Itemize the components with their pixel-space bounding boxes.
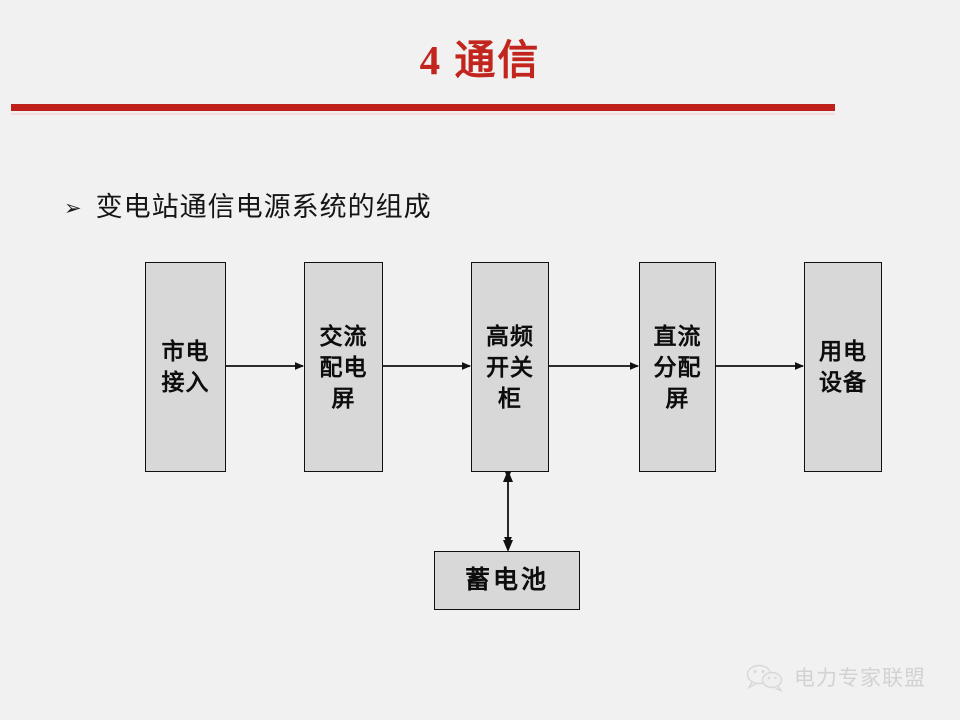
wechat-icon <box>746 664 783 692</box>
node-dc-distribution-label: 直流 分配 屏 <box>653 323 702 411</box>
title-divider-rule <box>11 104 835 111</box>
node-storage-battery[interactable]: 蓄电池 <box>434 551 580 610</box>
node-mains-input[interactable]: 市电 接入 <box>145 262 226 472</box>
node-load-equipment-label: 用电 设备 <box>819 339 867 395</box>
title-divider-rule-shadow <box>11 113 835 115</box>
node-load-equipment[interactable]: 用电 设备 <box>804 262 882 472</box>
bullet-heading: ➢ 变电站通信电源系统的组成 <box>64 190 432 224</box>
bullet-arrow-icon: ➢ <box>64 195 82 220</box>
node-storage-battery-label: 蓄电池 <box>464 566 549 594</box>
watermark-label: 电力专家联盟 <box>794 667 926 690</box>
node-ac-distribution[interactable]: 交流 配电 屏 <box>304 262 383 472</box>
bullet-heading-label: 变电站通信电源系统的组成 <box>95 192 432 222</box>
page-title: 4 通信 <box>419 37 541 83</box>
node-ac-distribution-label: 交流 配电 屏 <box>319 323 368 411</box>
node-dc-distribution[interactable]: 直流 分配 屏 <box>639 262 716 472</box>
node-hf-switch-cabinet-label: 高频 开关 柜 <box>486 323 534 411</box>
node-mains-input-label: 市电 接入 <box>161 339 210 395</box>
watermark: 电力专家联盟 <box>745 662 926 692</box>
node-hf-switch-cabinet[interactable]: 高频 开关 柜 <box>471 262 549 472</box>
